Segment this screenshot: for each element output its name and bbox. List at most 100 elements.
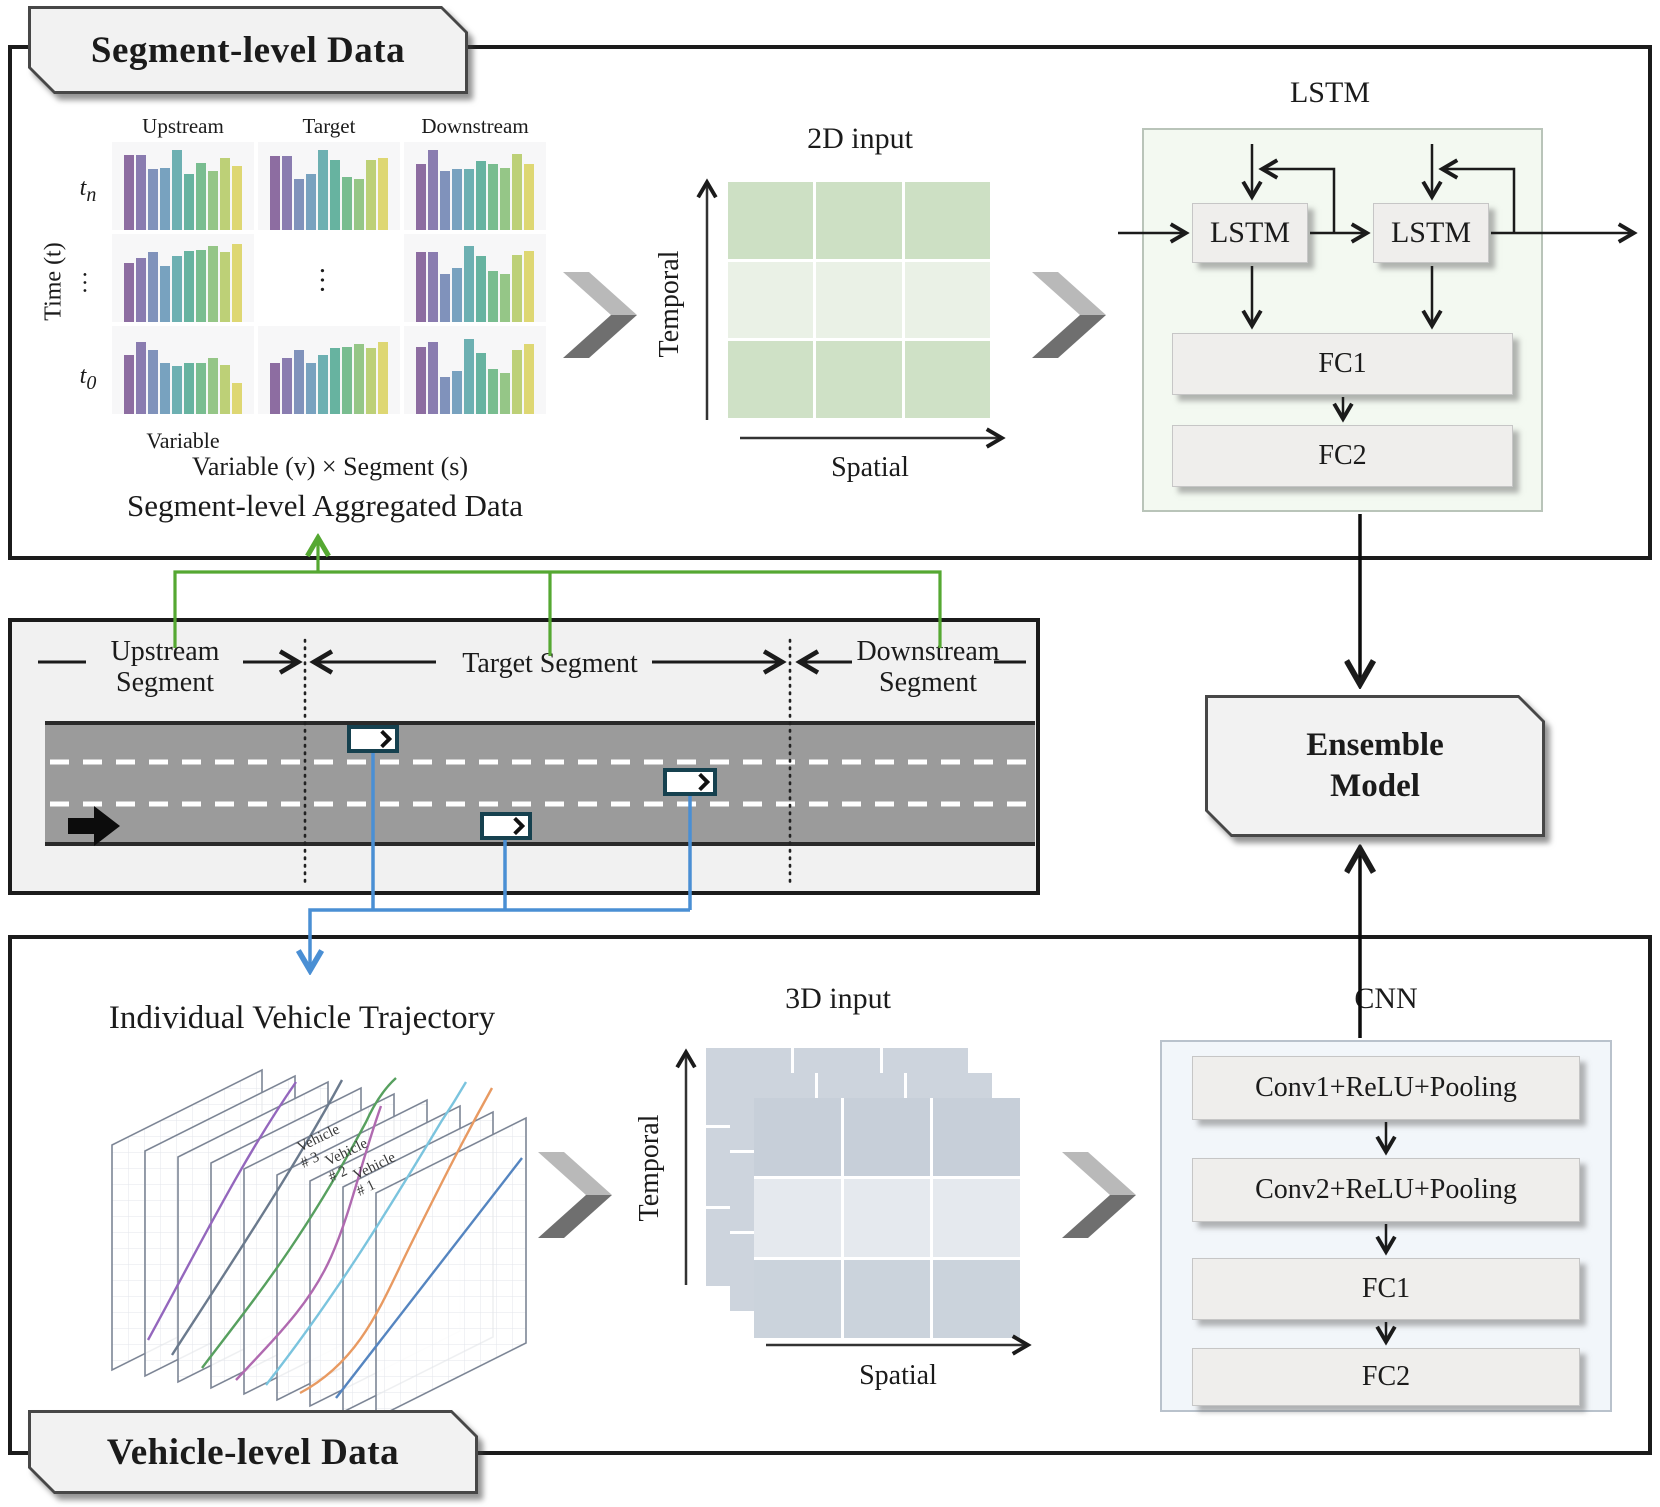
vehicle-level-data-tag: Vehicle-level Data <box>28 1410 478 1494</box>
2d-input-grid <box>728 182 990 418</box>
bar <box>220 158 230 230</box>
cnn-title: CNN <box>1354 982 1418 1015</box>
bar <box>378 158 388 230</box>
column-header-target: Target <box>302 114 356 138</box>
ensemble-model-box: Ensemble Model <box>1205 695 1545 837</box>
grid-cell <box>904 341 990 418</box>
bar <box>160 363 170 414</box>
grid-cell <box>754 1098 841 1176</box>
grid-cell <box>728 261 814 339</box>
bar <box>452 268 462 322</box>
bar <box>464 169 474 230</box>
bar <box>428 150 438 230</box>
bar <box>428 342 438 414</box>
temporal-axis-label-2d: Temporal <box>654 250 685 358</box>
bar <box>512 255 522 322</box>
bar <box>464 339 474 414</box>
road-surface <box>45 721 1035 846</box>
bar <box>512 154 522 230</box>
variable-segment-caption: Variable (v) × Segment (s) <box>191 452 469 481</box>
grid-cell <box>728 341 814 418</box>
bar <box>342 177 352 230</box>
bar <box>148 169 158 230</box>
column-header-downstream: Downstream <box>421 114 529 138</box>
vehicle-heading-icon <box>513 817 525 835</box>
vehicle-box-2 <box>663 768 717 796</box>
bar <box>500 168 510 230</box>
bar <box>196 250 206 322</box>
bar <box>232 244 242 322</box>
bar <box>488 271 498 322</box>
aggregated-data-caption: Segment-level Aggregated Data <box>127 488 523 523</box>
bar <box>440 171 450 230</box>
mini-bar-chart-target-mid: … <box>258 234 400 322</box>
grid-cell <box>843 1098 931 1176</box>
bar <box>416 347 426 414</box>
temporal-axis-label-3d: Temporal <box>634 1114 665 1222</box>
bar <box>500 373 510 414</box>
3d-input-title: 3D input <box>785 982 891 1015</box>
bar <box>136 155 146 230</box>
bar <box>306 174 316 230</box>
grid-cell <box>754 1260 841 1338</box>
bar <box>330 348 340 414</box>
bar <box>416 164 426 230</box>
grid-cell <box>933 1098 1020 1176</box>
bar <box>184 251 194 322</box>
mini-bar-chart-target-tn <box>258 142 400 230</box>
mini-bar-chart-downstream-mid <box>404 234 546 322</box>
bar <box>524 344 534 414</box>
bar <box>330 160 340 230</box>
bar <box>440 274 450 322</box>
bar <box>476 353 486 414</box>
bar <box>378 342 388 414</box>
cnn-conv1-box: Conv1+ReLU+Pooling <box>1192 1056 1580 1120</box>
column-header-upstream: Upstream <box>142 114 224 138</box>
grid-cell <box>843 1260 931 1338</box>
bar <box>172 366 182 414</box>
bar <box>160 266 170 322</box>
ellipsis-placeholder: … <box>314 265 345 296</box>
bar <box>232 383 242 414</box>
bar <box>124 263 134 322</box>
bar <box>208 171 218 230</box>
bar <box>366 160 376 230</box>
bar <box>464 246 474 322</box>
bar <box>148 252 158 322</box>
grid-cell <box>816 341 902 418</box>
mini-bar-chart-upstream-t0 <box>112 326 254 414</box>
bar <box>124 355 134 414</box>
ensemble-label-line1: Ensemble <box>1306 726 1444 763</box>
time-axis-label: Time (t) <box>40 242 67 321</box>
mini-bar-chart-target-t0 <box>258 326 400 414</box>
mini-bar-chart-upstream-mid <box>112 234 254 322</box>
bar <box>184 174 194 230</box>
bar <box>354 344 364 414</box>
vehicle-heading-icon <box>698 773 710 791</box>
ensemble-label-line2: Model <box>1330 768 1420 804</box>
bar <box>220 252 230 322</box>
bar <box>232 166 242 230</box>
bar <box>524 251 534 322</box>
grid-cell <box>933 1260 1020 1338</box>
bar <box>294 350 304 414</box>
aggregated-bar-charts: … <box>112 142 546 414</box>
bar <box>124 155 134 230</box>
lstm-cell-2: LSTM <box>1373 203 1489 263</box>
grid-cell <box>904 182 990 259</box>
bar <box>184 363 194 414</box>
mini-bar-chart-downstream-t0 <box>404 326 546 414</box>
bar <box>208 358 218 414</box>
row-label-t0: t0 <box>79 363 97 394</box>
cnn-fc2-box: FC2 <box>1192 1348 1580 1406</box>
lstm-fc1-box: FC1 <box>1172 333 1513 395</box>
bar <box>488 164 498 230</box>
bar <box>366 348 376 414</box>
3d-input-layer-front <box>754 1098 1020 1338</box>
bar <box>488 369 498 414</box>
cnn-conv2-box: Conv2+ReLU+Pooling <box>1192 1158 1580 1222</box>
2d-input-title: 2D input <box>807 122 913 155</box>
